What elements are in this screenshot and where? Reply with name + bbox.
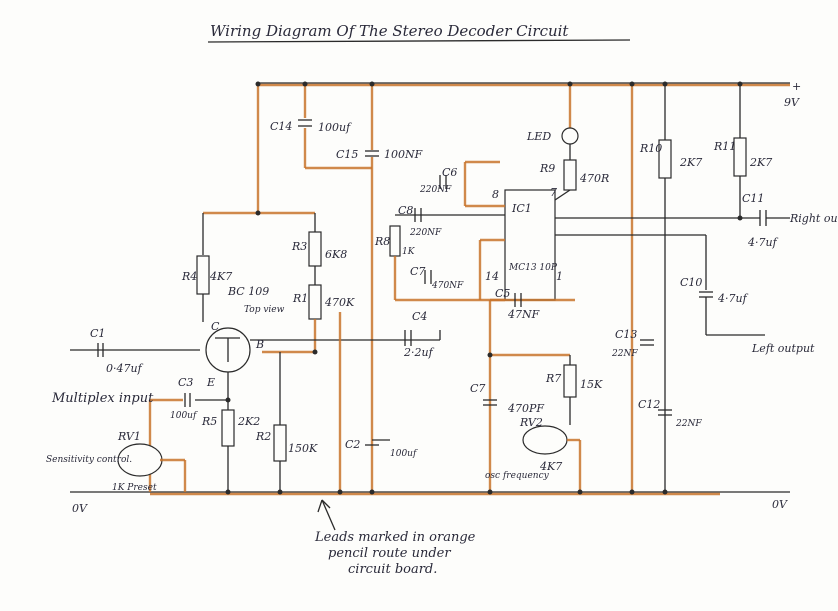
c5-label: C5	[495, 287, 510, 300]
c14-label: C14	[270, 120, 292, 133]
c15-value: 100NF	[384, 148, 423, 161]
led-label: LED	[526, 130, 551, 143]
c11-value: 4·7uf	[747, 236, 779, 249]
positive-sign: +	[792, 80, 801, 93]
multiplex-input-label: Multiplex input	[51, 391, 154, 406]
c13-value: 22NF	[611, 349, 638, 359]
r2-label: R2	[255, 430, 271, 443]
c4-label: C4	[412, 310, 427, 323]
rv2-label: RV2	[519, 416, 543, 429]
c6-label: C6	[442, 166, 457, 179]
c8-value: 220NF	[409, 228, 442, 238]
c10-label: C10	[680, 276, 702, 289]
ic-input-network	[389, 160, 575, 307]
c2-value: 100uf	[390, 449, 418, 459]
c7b-value: 470PF	[507, 402, 544, 415]
r8-value: 1K	[402, 247, 416, 257]
diagram-title: Wiring Diagram Of The Stereo Decoder Cir…	[210, 22, 569, 40]
oscillator-branch	[483, 300, 582, 492]
c3-value: 100uf	[170, 411, 198, 421]
rv2-value: 4K7	[539, 460, 562, 473]
r1-value: 470K	[324, 296, 355, 309]
r8-label: R8	[374, 235, 390, 248]
c12-label: C12	[638, 398, 660, 411]
c7a-value: 470NF	[431, 281, 464, 291]
note-line-3: circuit board.	[348, 562, 437, 577]
r11-label: R11	[713, 140, 736, 153]
decoupling-block	[298, 85, 379, 492]
r3-value: 6K8	[325, 248, 347, 261]
c14-value: 100uf	[318, 121, 352, 134]
note-line-1: Leads marked in orange	[314, 530, 476, 545]
c7b-label: C7	[470, 382, 485, 395]
r4-label: R4	[181, 270, 197, 283]
osc-frequency-label: osc frequency	[485, 471, 550, 481]
c10-value: 4·7uf	[717, 292, 749, 305]
r1-label: R1	[292, 292, 308, 305]
ic1-pin14: 14	[485, 270, 499, 283]
c3-label: C3	[178, 376, 193, 389]
c11-label: C11	[742, 192, 764, 205]
ground-label-left: 0V	[72, 502, 88, 515]
r4-value: 4K7	[209, 270, 232, 283]
rv1-value: 1K Preset	[112, 483, 157, 493]
transistor-pin-e: E	[206, 376, 215, 389]
rv1-label: RV1	[117, 430, 141, 443]
c12-value: 22NF	[675, 419, 702, 429]
r9-value: 470R	[579, 172, 609, 185]
c13-label: C13	[615, 328, 637, 341]
positive-rail	[258, 82, 790, 87]
ic1-pin8: 8	[492, 188, 499, 201]
ic1-part: MC13 10P	[508, 263, 558, 273]
supply-voltage-label: 9V	[784, 96, 800, 109]
transistor-pin-c: C	[211, 320, 220, 333]
c8-label: C8	[398, 204, 413, 217]
c15-label: C15	[336, 148, 358, 161]
r10-value: 2K7	[679, 156, 702, 169]
c5-value: 47NF	[507, 308, 540, 321]
r5-value: 2K2	[237, 415, 260, 428]
rv2-preset	[522, 425, 568, 455]
c1-value: 0·47uf	[106, 362, 144, 375]
c2-label: C2	[345, 438, 360, 451]
r9-label: R9	[539, 162, 555, 175]
ic1	[504, 189, 556, 301]
r2-value: 150K	[288, 442, 318, 455]
ic1-label: IC1	[511, 202, 532, 215]
r3-label: R3	[291, 240, 307, 253]
r11-value: 2K7	[749, 156, 772, 169]
coupling-caps	[338, 312, 441, 492]
transistor-stage	[70, 85, 440, 492]
right-output-label: Right output	[789, 212, 838, 225]
c1-label: C1	[90, 327, 105, 340]
c4-value: 2·2uf	[403, 346, 435, 359]
transistor-label: BC 109	[227, 285, 269, 298]
sensitivity-label: Sensitivity control.	[46, 455, 132, 465]
r10-label: R10	[639, 142, 662, 155]
r7-label: R7	[545, 372, 561, 385]
title-underline	[207, 39, 631, 43]
orange-leads-note	[317, 499, 336, 531]
junction-dots	[225, 81, 743, 495]
led-branch	[554, 85, 579, 201]
transistor-pin-b: B	[255, 338, 264, 351]
note-line-2: pencil route under	[328, 546, 451, 561]
r7-value: 15K	[580, 378, 603, 391]
c7a-label: C7	[410, 265, 425, 278]
ground-label-right: 0V	[772, 498, 788, 511]
ic1-pin7: 7	[550, 186, 557, 199]
left-output-label: Left output	[751, 342, 815, 355]
c6-value: 220NF	[419, 185, 452, 195]
ic1-pin1: 1	[556, 270, 563, 283]
top-view-label: Top view	[244, 305, 285, 315]
r5-label: R5	[201, 415, 217, 428]
ground-rail	[70, 491, 790, 496]
output-network	[555, 85, 790, 492]
